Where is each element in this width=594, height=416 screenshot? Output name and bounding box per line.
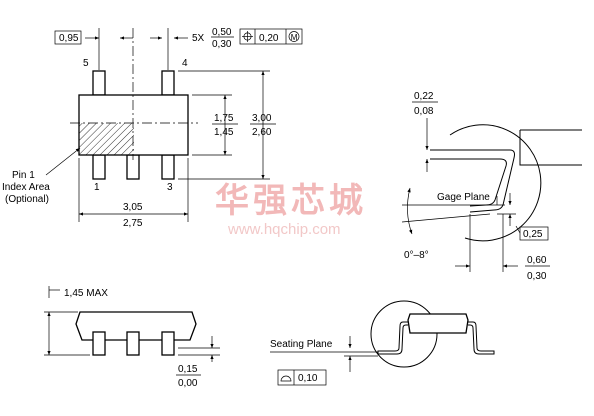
lead-width-max: 0,50 [212, 27, 232, 38]
body-width-max: 1,75 [214, 113, 234, 124]
pitch-dimension: 0,95 [59, 33, 79, 44]
seating-plane-view: Seating Plane 0,10 [270, 300, 495, 386]
watermark-url: www.hqchip.com [227, 221, 341, 238]
svg-text:(Optional): (Optional) [5, 194, 49, 205]
profile-of-surface-icon [280, 375, 292, 382]
coplanarity-frame: 0,10 [277, 369, 327, 386]
pin-number-5: 5 [83, 58, 89, 69]
lead-pin-4 [161, 70, 175, 96]
detail-circle [449, 124, 542, 242]
detail-body-edge [519, 129, 582, 166]
standoff-max: 0,15 [178, 364, 198, 375]
lead-thickness-min: 0,08 [414, 106, 434, 117]
lead-thickness-max: 0,22 [414, 91, 434, 102]
lead-width-count: 5X [192, 33, 205, 44]
side-lead-1 [92, 331, 106, 356]
pin-number-4: 4 [182, 58, 188, 69]
body-length-min: 2,75 [123, 218, 143, 229]
overall-width-min: 2,60 [252, 127, 272, 138]
pin1-index-label: Pin 1 Index Area (Optional) [2, 147, 81, 205]
pin1-index-area [79, 123, 134, 155]
seating-plane-label: Seating Plane [270, 339, 333, 350]
body-length-max: 3,05 [123, 202, 143, 213]
mmc-modifier-letter: M [291, 33, 298, 42]
mmc-modifier-icon [288, 31, 300, 42]
lead-detail-view: 0,22 0,08 Gage Plane 0,25 0°–8° 0,60 0,3… [401, 91, 582, 282]
package-body-end [407, 313, 469, 334]
detail-reference-circle [370, 300, 438, 368]
foot-length-min: 0,30 [527, 271, 547, 282]
position-tolerance-frame: 0,20 M [239, 28, 303, 45]
side-lead-3 [161, 331, 175, 356]
coplanarity-value: 0,10 [298, 373, 318, 384]
position-symbol-icon [242, 31, 253, 42]
foot-length-max: 0,60 [527, 255, 547, 266]
svg-text:Pin 1: Pin 1 [12, 170, 35, 181]
overall-width-max: 3,00 [252, 113, 272, 124]
gage-plane-label: Gage Plane [437, 192, 490, 203]
lead-width-min: 0,30 [212, 39, 232, 50]
side-lead-2 [126, 331, 140, 356]
top-view: 0,95 5X 0,50 0,30 0,20 M 5 4 1 3 Pin 1 I… [2, 27, 303, 229]
gage-dimension: 0,25 [523, 229, 543, 240]
lead-pin-3 [161, 154, 175, 180]
end-lead-right [468, 321, 495, 355]
end-lead-left [377, 321, 408, 355]
detail-lead-top [430, 149, 515, 213]
lead-pin-1 [92, 154, 106, 180]
height-max: 1,45 MAX [64, 288, 108, 299]
watermark-text: 华强芯城 [215, 182, 367, 220]
body-width-min: 1,45 [214, 127, 234, 138]
watermark: 华强芯城 www.hqchip.com [215, 182, 367, 238]
side-view: 1,45 MAX 0,15 0,00 [44, 286, 220, 389]
pin-number-1: 1 [94, 182, 100, 193]
standoff-min: 0,00 [178, 378, 198, 389]
lead-angle: 0°–8° [404, 250, 429, 261]
lead-pin-5 [92, 70, 106, 96]
svg-text:Index Area: Index Area [2, 182, 50, 193]
pin-number-3: 3 [167, 182, 173, 193]
position-tolerance-value: 0,20 [259, 33, 279, 44]
